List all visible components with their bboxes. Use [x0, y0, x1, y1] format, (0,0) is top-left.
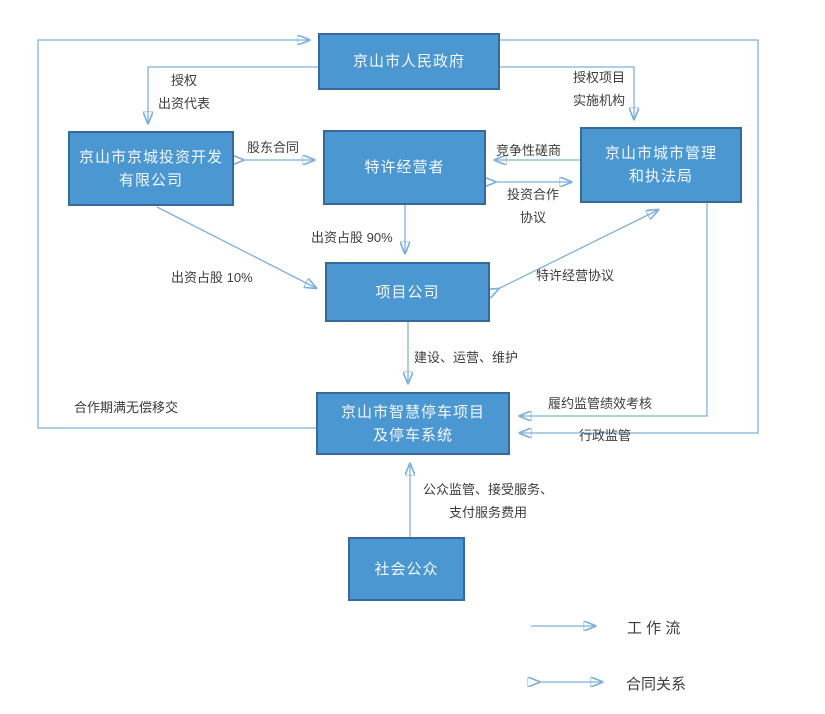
edge-label-handover: 合作期满无偿移交	[74, 400, 179, 415]
node-government-label: 京山市人民政府	[352, 53, 465, 70]
edge-authorize-agency-line	[500, 66, 634, 119]
node-investment-company-label: 京山市京城投资开发	[78, 148, 223, 166]
edge-equity-10-line	[156, 206, 316, 288]
node-project-company: 项目公司	[325, 262, 490, 322]
node-investment-company-label2: 有限公司	[118, 171, 183, 189]
node-investment-company: 京山市京城投资开发 有限公司	[68, 131, 234, 206]
node-parking-system: 京山市智慧停车项目 及停车系统	[316, 392, 510, 455]
node-parking-system-label2: 及停车系统	[372, 426, 453, 444]
node-parking-system-label: 京山市智慧停车项目	[340, 403, 485, 421]
node-project-company-label: 项目公司	[375, 283, 440, 301]
legend-workflow-label: 工 作 流	[627, 620, 681, 637]
edge-label-equity-90: 出资占股 90%	[311, 230, 393, 245]
edge-authorize-representative-line	[148, 66, 318, 123]
node-public: 社会公众	[348, 537, 465, 601]
edge-label-equity-10: 出资占股 10%	[171, 270, 253, 285]
edge-label-shareholder-contract: 股东合同	[247, 140, 300, 155]
edge-label-build-operate-maintain: 建设、运营、维护	[414, 350, 519, 365]
node-concessionaire-label: 特许经营者	[364, 159, 445, 176]
edge-franchise-agreement-line	[498, 210, 658, 289]
edge-label-authorize-representative: 授权 出资代表	[157, 73, 210, 111]
edge-label-investment-cooperation: 投资合作 协议	[506, 187, 559, 225]
legend-contract-label: 合同关系	[626, 676, 687, 693]
edge-admin-supervision-line	[500, 39, 759, 433]
edge-handover-line	[37, 40, 316, 429]
node-concessionaire: 特许经营者	[323, 130, 486, 205]
edge-label-administrative-supervision: 行政监管	[579, 428, 632, 443]
node-government: 京山市人民政府	[318, 33, 500, 90]
node-public-label: 社会公众	[374, 560, 439, 578]
edge-label-competitive-consultation: 竞争性磋商	[496, 143, 562, 158]
edge-performance-supervision-line	[520, 203, 708, 416]
edge-label-authorize-agency: 授权项目 实施机构	[572, 70, 625, 108]
edge-label-public-supervision: 公众监管、接受服务、 支付服务费用	[422, 482, 553, 520]
node-bureau-label2: 和执法局	[628, 168, 693, 185]
node-bureau-label: 京山市城市管理	[604, 145, 717, 162]
edge-label-performance-supervision: 履约监管绩效考核	[548, 396, 653, 411]
edge-label-franchise-agreement: 特许经营协议	[536, 268, 615, 283]
node-bureau: 京山市城市管理 和执法局	[580, 127, 742, 203]
